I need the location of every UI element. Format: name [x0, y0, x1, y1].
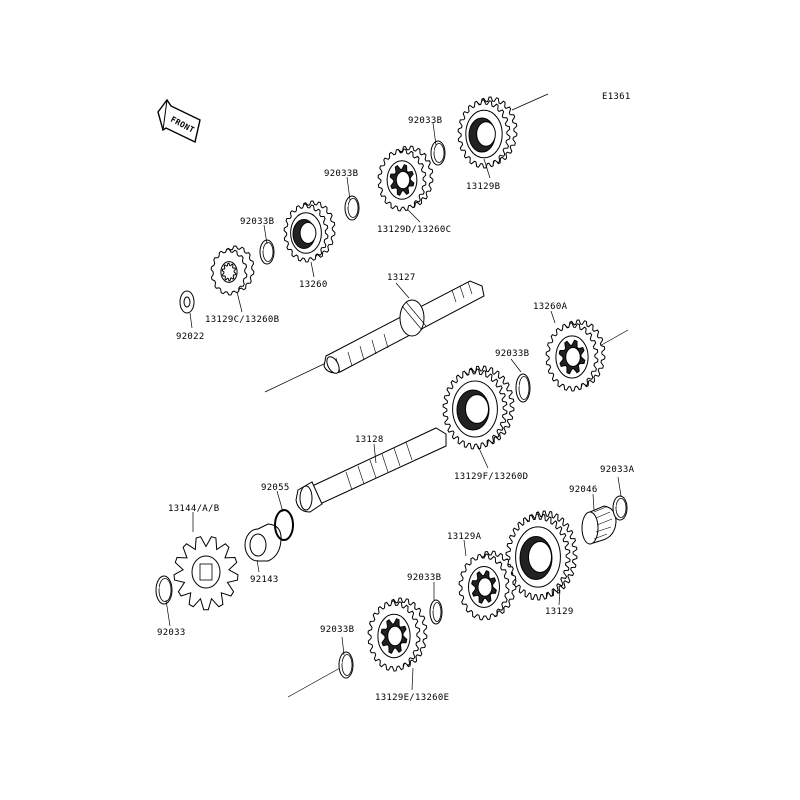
circlip-92033b-2: [344, 195, 360, 221]
circlip-92033: [155, 575, 173, 605]
label-92033b-2: 92033B: [324, 169, 358, 179]
label-92022: 92022: [176, 332, 205, 342]
label-92033a: 92033A: [600, 465, 635, 475]
label-92033b-6: 92033B: [320, 625, 354, 635]
circlip-92033b-1: [430, 140, 446, 166]
countershaft-13127: [323, 280, 485, 374]
needle-bearing-92046: [581, 505, 617, 545]
circlip-92033b-4: [515, 373, 531, 403]
gear-13129d-13260c: [377, 145, 434, 212]
label-13260a: 13260A: [533, 302, 568, 312]
label-13129: 13129: [545, 607, 574, 617]
label-13127: 13127: [387, 273, 416, 283]
gear-13129c-13260b: [210, 245, 255, 296]
circlip-92033b-6: [338, 651, 354, 679]
label-92033b-4: 92033B: [495, 349, 529, 359]
sprocket-13144: [173, 536, 239, 611]
gear-13129a: [458, 550, 517, 621]
label-92046: 92046: [569, 485, 598, 495]
label-13129d-13260c: 13129D/13260C: [377, 225, 451, 235]
label-13129f-13260d: 13129F/13260D: [454, 472, 528, 482]
label-13260: 13260: [299, 280, 328, 290]
label-92033b-3: 92033B: [240, 217, 274, 227]
label-92033b-1: 92033B: [408, 116, 442, 126]
gear-13129f-13260d: [442, 365, 515, 450]
label-92033: 92033: [157, 628, 186, 638]
circlip-92033a: [612, 495, 628, 521]
label-13129b: 13129B: [466, 182, 500, 192]
label-92033b-5: 92033B: [407, 573, 441, 583]
label-13129e-13260e: 13129E/13260E: [375, 693, 449, 703]
label-13128: 13128: [355, 435, 384, 445]
label-13129c-13260b: 13129C/13260B: [205, 315, 279, 325]
circlip-92033b-5: [429, 599, 443, 625]
gear-13260a: [545, 319, 606, 392]
gear-13260: [283, 200, 336, 263]
washer-92022: [179, 290, 195, 314]
diagram-code: E1361: [602, 92, 631, 102]
label-92055: 92055: [261, 483, 290, 493]
axis-lines: [264, 93, 629, 698]
gear-13129e-13260e: [367, 597, 428, 672]
leader-lines: [165, 122, 622, 691]
circlip-92033b-3: [259, 239, 275, 265]
mainshaft-13128: [295, 427, 447, 513]
label-13144-a-b: 13144/A/B: [168, 504, 219, 514]
label-92143: 92143: [250, 575, 279, 585]
label-13129a: 13129A: [447, 532, 482, 542]
front-arrow-icon: FRONT: [157, 98, 201, 144]
part-labels: 92033B 13129B 92033B 13129D/13260C 92033…: [157, 116, 635, 703]
gear-13129b: [457, 96, 518, 169]
o-ring-92055: [274, 509, 294, 541]
gear-13129: [505, 510, 578, 601]
